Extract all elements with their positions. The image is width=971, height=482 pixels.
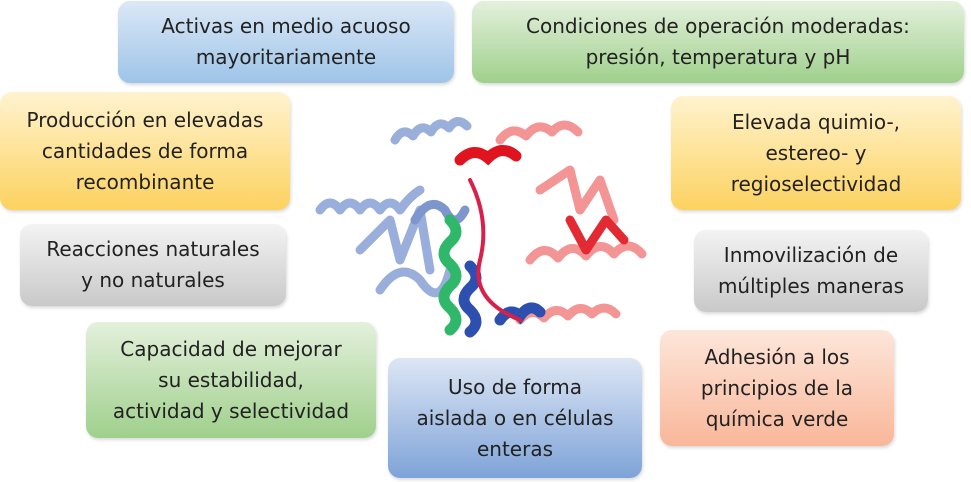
property-box-usage: Uso de forma aislada o en células entera… [388, 358, 642, 478]
property-box-immobilization: Inmovilización de múltiples maneras [694, 230, 928, 312]
property-text: Uso de forma aislada o en células entera… [416, 374, 614, 461]
property-box-aqueous: Activas en medio acuoso mayoritariamente [118, 1, 454, 83]
property-text: Producción en elevadas cantidades de for… [26, 107, 264, 194]
property-text: Condiciones de operación moderadas: pres… [526, 14, 910, 69]
property-box-selectivity: Elevada quimio-, estereo- y regioselecti… [671, 96, 961, 210]
property-text: Capacidad de mejorar su estabilidad, act… [112, 336, 350, 423]
property-text: Reacciones naturales y no naturales [46, 237, 260, 292]
property-text: Adhesión a los principios de la química … [700, 344, 854, 431]
property-text: Activas en medio acuoso mayoritariamente [161, 14, 411, 69]
protein-structure-image [315, 117, 647, 338]
property-text: Elevada quimio-, estereo- y regioselecti… [730, 109, 902, 196]
property-box-conditions: Condiciones de operación moderadas: pres… [472, 1, 964, 83]
property-box-green-chemistry: Adhesión a los principios de la química … [660, 330, 894, 446]
protein-right-domain [495, 120, 647, 325]
protein-left-domain [315, 117, 472, 298]
property-text: Inmovilización de múltiples maneras [717, 243, 905, 298]
protein-center-helices [438, 145, 546, 338]
property-box-improvement: Capacidad de mejorar su estabilidad, act… [86, 322, 376, 438]
property-box-reactions: Reacciones naturales y no naturales [20, 224, 286, 306]
property-box-production: Producción en elevadas cantidades de for… [0, 92, 290, 210]
